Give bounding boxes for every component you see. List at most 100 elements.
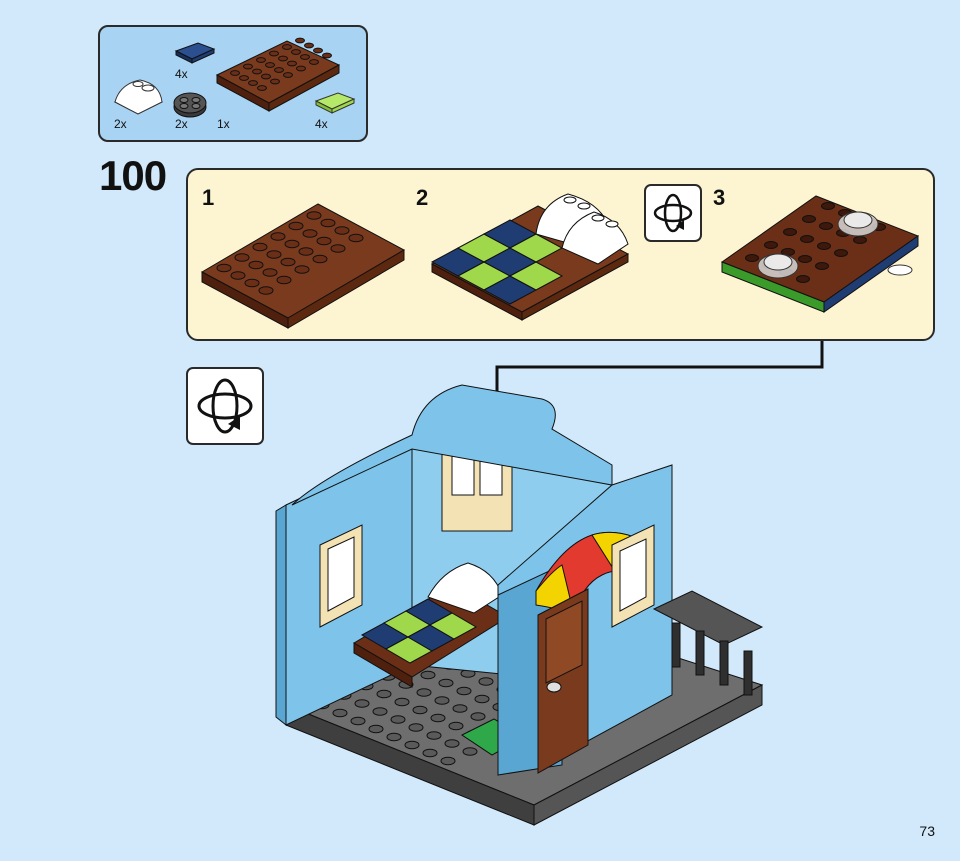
stud xyxy=(456,686,472,696)
qty-dark-blue-tile: 4x xyxy=(175,67,188,81)
parts-callout: 2x 2x 4x 1x 4x xyxy=(98,25,368,142)
stud xyxy=(282,44,292,50)
lime-tile-part xyxy=(314,92,356,114)
stud xyxy=(261,73,271,80)
substep-3-number: 3 xyxy=(713,185,726,210)
stud xyxy=(257,85,267,91)
stud xyxy=(269,50,279,57)
stud xyxy=(430,713,446,723)
stud xyxy=(258,286,274,295)
substep-2-number: 2 xyxy=(416,185,429,210)
substep-3-flipped-plate xyxy=(720,195,920,313)
stud xyxy=(280,257,296,267)
stud xyxy=(434,696,450,705)
stud xyxy=(478,677,494,686)
stud xyxy=(420,670,436,680)
round-plate-part xyxy=(173,92,207,118)
stud xyxy=(252,68,262,75)
stud xyxy=(800,235,814,243)
stud xyxy=(821,202,835,210)
stud xyxy=(216,263,232,273)
stud xyxy=(470,712,486,721)
stud xyxy=(386,732,402,742)
stud xyxy=(295,37,305,44)
stud xyxy=(394,697,410,707)
stud xyxy=(330,244,346,253)
rotate-model-icon-large xyxy=(186,367,264,445)
stud xyxy=(764,241,778,249)
page-number: 73 xyxy=(919,823,935,839)
stud xyxy=(462,747,478,756)
rotate-model-icon xyxy=(644,184,702,242)
stud xyxy=(834,249,848,257)
stud xyxy=(252,242,268,252)
stud xyxy=(230,70,240,76)
step-number: 100 xyxy=(99,152,167,199)
qty-white-slope: 2x xyxy=(114,117,127,131)
building-model xyxy=(275,384,764,826)
stud xyxy=(300,54,310,60)
stud xyxy=(796,275,810,283)
stud xyxy=(234,253,250,262)
stud xyxy=(312,254,328,264)
stud xyxy=(309,59,319,65)
stud xyxy=(270,232,286,241)
stud xyxy=(322,52,332,59)
stud xyxy=(444,739,460,748)
stud xyxy=(284,239,300,249)
stud xyxy=(291,49,301,55)
stud xyxy=(368,724,384,734)
substep-panel: 1 2 3 xyxy=(186,168,935,341)
stud xyxy=(448,721,464,731)
qty-brown-plate: 1x xyxy=(217,117,230,131)
stud xyxy=(426,731,442,740)
brown-plate-part xyxy=(215,37,341,112)
stud xyxy=(332,708,348,718)
stud xyxy=(230,271,246,280)
stud xyxy=(262,268,278,277)
stud xyxy=(416,688,432,697)
stud xyxy=(815,262,829,270)
stud xyxy=(372,707,388,716)
stud xyxy=(256,57,266,63)
stud xyxy=(296,65,306,72)
stud xyxy=(239,75,249,81)
stud xyxy=(474,694,490,704)
stud xyxy=(265,62,275,68)
stud xyxy=(248,260,264,270)
stud xyxy=(278,55,288,62)
qty-round-plate: 2x xyxy=(175,117,188,131)
stud xyxy=(802,215,816,223)
stud xyxy=(334,226,350,235)
stud xyxy=(274,67,284,73)
stud xyxy=(320,218,336,228)
stud xyxy=(350,716,366,726)
stud xyxy=(283,72,293,78)
stud xyxy=(313,47,323,54)
stud xyxy=(376,689,392,699)
substep-1-number: 1 xyxy=(202,185,215,210)
stud xyxy=(412,705,428,715)
stud xyxy=(390,715,406,724)
stud xyxy=(304,42,314,49)
stud xyxy=(244,278,260,288)
stud xyxy=(817,242,831,250)
stud xyxy=(298,247,314,256)
stud xyxy=(306,211,322,220)
stud xyxy=(783,228,797,236)
stud xyxy=(745,254,759,262)
stud xyxy=(316,236,332,246)
stud xyxy=(270,78,280,85)
stud xyxy=(819,222,833,230)
stud xyxy=(287,60,297,67)
stud xyxy=(302,229,318,238)
substep-1-brown-plate xyxy=(200,203,406,329)
stud xyxy=(440,756,456,766)
stud xyxy=(348,233,364,243)
white-slope-part xyxy=(113,79,164,115)
qty-lime-tile: 4x xyxy=(315,117,328,131)
stud xyxy=(276,275,292,285)
stud xyxy=(243,63,253,70)
stud xyxy=(408,723,424,732)
stud xyxy=(354,699,370,708)
